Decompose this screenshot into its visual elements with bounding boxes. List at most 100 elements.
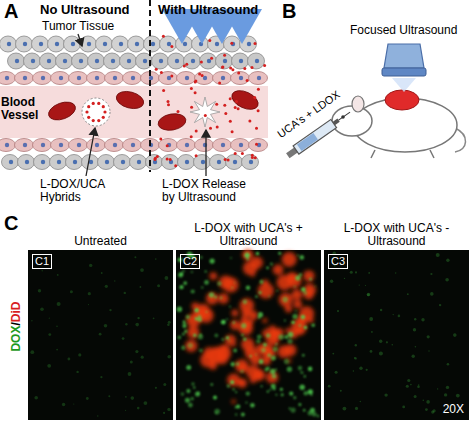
green-signal xyxy=(122,337,125,340)
cell-nucleus xyxy=(59,143,63,147)
liposome-dot xyxy=(92,119,95,122)
green-signal xyxy=(410,384,412,386)
green-signal xyxy=(177,307,182,312)
released-drug xyxy=(254,42,257,45)
cell-nucleus xyxy=(47,59,51,63)
cell xyxy=(15,139,34,152)
released-drug xyxy=(169,158,172,161)
red-signal xyxy=(210,272,218,280)
panel-heading-area: L-DOX with UCA's + Ultrasound xyxy=(176,216,321,250)
cell xyxy=(208,36,225,52)
green-signal xyxy=(421,318,424,321)
green-signal xyxy=(177,252,319,417)
cell-nucleus xyxy=(257,76,261,80)
cell xyxy=(88,53,105,69)
green-signal xyxy=(188,343,193,348)
released-drug xyxy=(251,66,254,69)
green-signal xyxy=(446,386,449,389)
green-signal xyxy=(214,409,220,415)
red-signal xyxy=(292,289,303,300)
green-signal xyxy=(371,331,373,333)
green-signal xyxy=(259,359,264,364)
liposome-dot xyxy=(103,110,106,113)
released-drug xyxy=(167,103,170,106)
green-signal xyxy=(428,350,429,351)
cell xyxy=(144,36,161,52)
green-signal xyxy=(231,287,233,289)
red-signal xyxy=(254,370,265,381)
red-signal xyxy=(270,325,276,331)
red-signal xyxy=(273,264,284,275)
green-signal xyxy=(263,343,267,347)
green-signal xyxy=(407,379,410,382)
green-signal xyxy=(183,322,187,326)
red-signal xyxy=(235,362,239,366)
released-drug xyxy=(229,66,232,69)
liposome-dot xyxy=(102,105,105,108)
green-signal xyxy=(197,392,199,394)
green-signal xyxy=(131,396,135,400)
green-signal xyxy=(105,285,108,288)
green-signal xyxy=(308,367,313,372)
red-signal xyxy=(235,359,248,372)
cell xyxy=(123,72,142,85)
green-signal xyxy=(57,302,61,306)
green-signal xyxy=(157,284,160,287)
cell xyxy=(16,36,33,52)
green-signal xyxy=(104,324,108,328)
cell-nucleus xyxy=(55,42,59,46)
cell xyxy=(72,53,89,69)
cell xyxy=(33,139,52,152)
green-signal xyxy=(191,271,193,273)
green-signal xyxy=(255,354,257,356)
red-blood-cell xyxy=(157,112,187,133)
green-signal xyxy=(227,384,231,388)
part-label: L-DOX/UCA Hybrids xyxy=(40,178,140,204)
cell-nucleus xyxy=(167,42,171,46)
green-signal xyxy=(294,286,296,288)
green-signal xyxy=(155,258,157,260)
green-signal xyxy=(68,358,71,361)
red-signal xyxy=(185,249,316,404)
green-signal xyxy=(191,289,195,293)
green-signal xyxy=(201,286,203,288)
green-signal xyxy=(163,412,165,414)
green-signal xyxy=(76,371,78,373)
green-signal xyxy=(415,346,417,348)
green-signal xyxy=(275,343,277,345)
green-signal xyxy=(380,309,382,311)
green-signal xyxy=(439,304,441,306)
green-signal xyxy=(308,389,313,394)
green-signal xyxy=(214,334,218,338)
red-signal xyxy=(273,342,278,347)
green-signal xyxy=(205,270,207,272)
released-drug xyxy=(234,152,237,155)
green-signal xyxy=(412,355,415,358)
green-signal xyxy=(280,388,283,391)
green-signal xyxy=(125,410,126,411)
released-drug xyxy=(195,129,198,132)
cell xyxy=(56,53,73,69)
green-signal xyxy=(168,321,171,324)
green-signal xyxy=(188,403,193,408)
cell-nucleus xyxy=(41,160,45,164)
green-signal xyxy=(226,337,229,340)
green-signal xyxy=(88,292,91,295)
red-signal xyxy=(282,252,297,267)
released-drug xyxy=(194,91,197,94)
green-signal xyxy=(99,333,102,336)
green-signal xyxy=(70,290,73,293)
cell-nucleus xyxy=(239,76,243,80)
green-signal xyxy=(40,307,44,311)
red-signal xyxy=(185,340,197,352)
green-signal xyxy=(311,323,315,327)
divider-line xyxy=(149,0,151,172)
released-drug xyxy=(195,154,198,157)
released-drug xyxy=(177,110,180,113)
green-signal xyxy=(243,299,248,304)
green-signal xyxy=(214,296,217,299)
green-signal xyxy=(108,395,110,397)
liposome-dot xyxy=(102,116,105,119)
green-signal xyxy=(301,287,306,292)
green-signal xyxy=(125,323,127,325)
